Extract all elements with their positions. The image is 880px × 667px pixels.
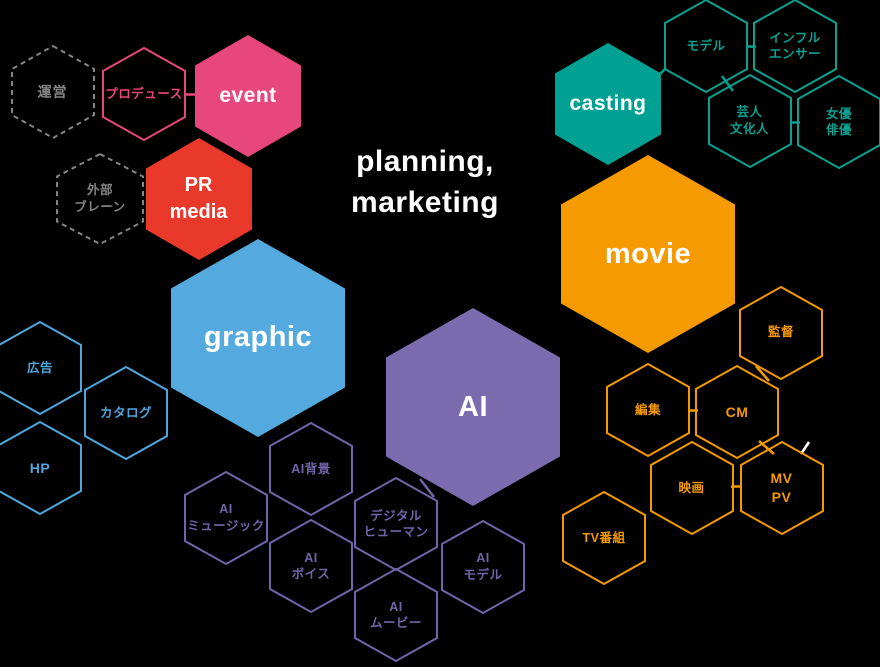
hex-label: モデル [686,38,726,53]
hex-label: AI [476,551,490,566]
hex-label: ボイス [291,567,331,581]
hex-ai: AI [386,308,560,506]
hex-label: ブレーン [74,199,126,214]
hex-label: プロデュース [105,86,183,101]
hex-label: デジタル [370,508,422,523]
hex-editing: 編集 [607,364,689,456]
hex-label: movie [604,237,692,270]
hex-film: 映画 [651,442,733,534]
hex-entertainer: 芸人 文化人 [709,75,791,167]
hex-label: graphic [203,321,313,353]
hex-label: 編集 [634,402,661,417]
hex-digital-human: デジタル ヒューマン [355,478,437,570]
hex-graphic: graphic [171,238,345,437]
hex-label: AI [458,390,488,423]
hex-label: AI [304,550,318,565]
hex-label: TV番組 [582,530,626,545]
hex-label: event [219,84,277,107]
hex-label: AI [389,599,403,614]
hex-label: 文化人 [729,121,769,136]
hex-label: エンサー [768,47,821,61]
hex-label: 女優 [825,106,852,121]
hex-influencer: インフル エンサー [754,0,836,92]
hex-label: HP [29,459,51,476]
hex-label: casting [569,92,647,115]
hex-casting: casting [555,43,661,165]
hex-label: MV [770,470,793,487]
hex-produce: プロデュース [103,48,185,140]
hex-label: 運営 [37,83,68,100]
hex-label: 監督 [767,325,794,340]
hex-label: media [169,201,228,223]
hex-label: CM [725,403,749,420]
hex-label: 外部 [86,183,113,198]
hex-label: モデル [463,567,503,582]
hex-ai-music: AI ミュージック [185,472,267,564]
hex-label: 映画 [678,480,705,495]
hex-label: 広告 [26,360,53,375]
hex-label: AI [219,502,233,517]
hex-label: AI背景 [291,461,331,476]
hex-advertising: 広告 [0,322,81,414]
diagram-title: planning, marketing [325,142,525,223]
hex-director: 監督 [740,287,822,379]
hex-pr-media: PR media [145,138,252,260]
hex-actors: 女優 俳優 [798,76,880,168]
hex-operations: 運営 [12,46,94,138]
hex-label: カタログ [99,405,152,420]
hex-external-brain: 外部 ブレーン [57,154,143,244]
hex-label: 芸人 [736,105,763,120]
hex-ai-model: AI モデル [442,521,524,613]
hex-event: event [195,35,301,157]
hex-cm: CM [696,366,778,458]
hex-label: インフル [769,30,821,45]
title-line-1: planning, [356,145,494,178]
hex-ai-movie: AI ムービー [355,569,437,661]
hex-label: PR [184,174,213,196]
hex-hp: HP [0,422,81,514]
hex-label: ヒューマン [363,525,429,539]
hex-movie: movie [561,155,735,353]
hex-model: モデル [665,0,747,92]
hex-label: PV [771,488,792,505]
hex-catalog: カタログ [85,367,167,459]
hex-label: 俳優 [825,123,852,137]
hex-ai-voice: AI ボイス [270,520,352,612]
hex-label: ミュージック [187,518,265,533]
hex-mv-pv: MV PV [741,442,823,534]
hex-ai-background: AI背景 [270,423,352,515]
hex-label: ムービー [369,616,422,630]
hex-tv-program: TV番組 [563,492,645,584]
title-line-2: marketing [351,185,499,219]
